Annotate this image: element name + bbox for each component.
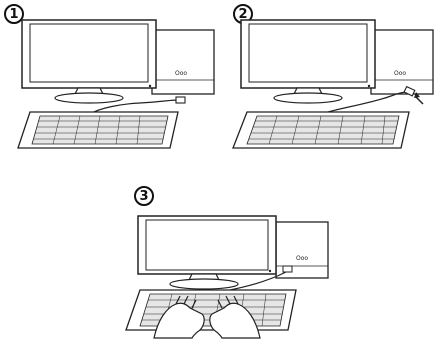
tower-label: Ooo <box>394 70 406 77</box>
tower-label: Ooo <box>296 255 308 262</box>
step-2-illustration: Ooo <box>219 0 438 150</box>
step-1-illustration: Ooo <box>0 0 219 150</box>
keyboard-icon <box>18 112 178 148</box>
computer-tower-icon: Ooo <box>371 30 433 94</box>
step-2: 2 Ooo <box>219 0 438 150</box>
computer-tower-icon: Ooo <box>152 30 214 94</box>
tower-label: Ooo <box>175 70 187 77</box>
step-3: 3 Ooo <box>110 180 330 339</box>
monitor-icon <box>241 20 375 103</box>
step-1: 1 Ooo <box>0 0 219 150</box>
monitor-icon <box>138 216 276 289</box>
computer-tower-icon: Ooo <box>276 222 328 278</box>
keyboard-icon <box>233 112 409 148</box>
step-3-illustration: Ooo <box>110 180 330 339</box>
monitor-icon <box>22 20 156 103</box>
